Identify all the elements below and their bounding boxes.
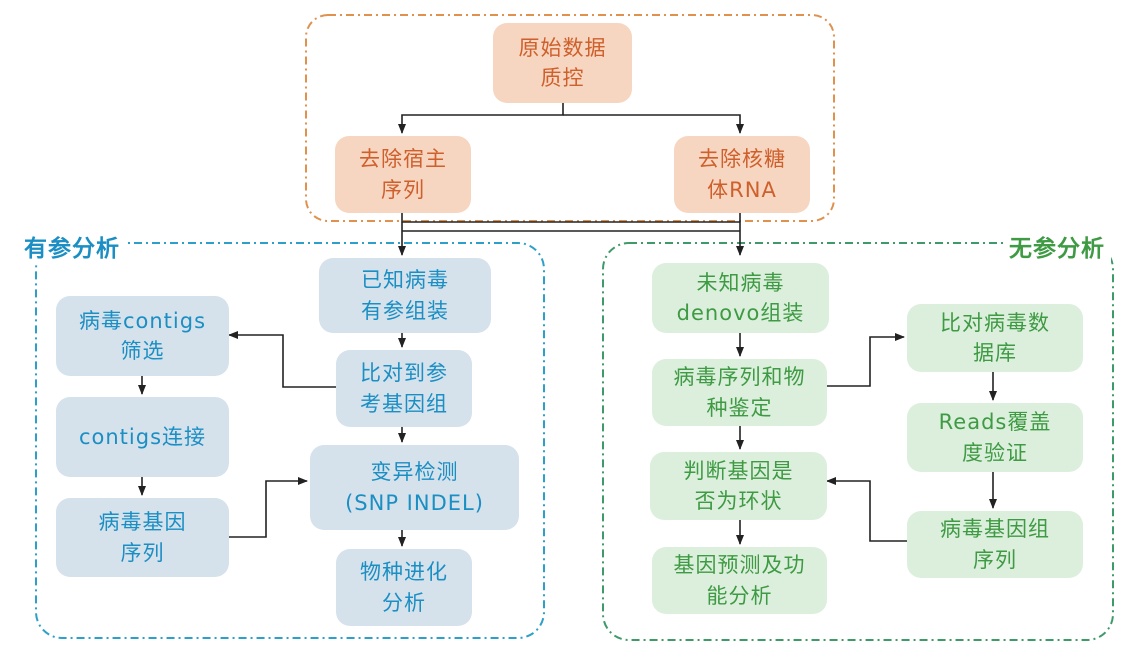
connector-identify-db <box>827 333 905 387</box>
connector-qc-split-right <box>563 114 744 134</box>
contig-filter-box: 病毒contigs 筛选 <box>56 296 229 376</box>
qc-group-border <box>305 14 835 222</box>
reads-coverage-box: Reads覆盖 度验证 <box>907 403 1083 472</box>
circular-genome-box: 判断基因是 否为环状 <box>650 452 827 520</box>
remove-host-box: 去除宿主 序列 <box>335 136 471 213</box>
align-reference-genome-box: 比对到参 考基因组 <box>336 350 472 427</box>
connector-qc-split <box>398 103 564 134</box>
reference-analysis-title: 有参分析 <box>18 229 126 263</box>
connector-genome-circular <box>826 477 907 542</box>
raw-data-qc-box: 原始数据 质控 <box>493 23 632 103</box>
known-virus-assembly-box: 已知病毒 有参组装 <box>319 258 491 333</box>
reference-group-border <box>35 242 545 639</box>
virus-database-align-box: 比对病毒数 据库 <box>907 304 1083 372</box>
virus-genome-sequence-box: 病毒基因组 序列 <box>907 511 1083 578</box>
connector-genome-variant <box>229 477 308 538</box>
gene-prediction-box: 基因预测及功 能分析 <box>652 547 827 614</box>
contig-join-box: contigs连接 <box>56 397 229 477</box>
non-reference-analysis-title: 无参分析 <box>1003 229 1111 263</box>
remove-rrna-box: 去除核糖 体RNA <box>674 136 810 213</box>
species-evolution-box: 物种进化 分析 <box>336 549 472 626</box>
virus-gene-sequence-box: 病毒基因 序列 <box>56 498 229 577</box>
connector-align-filter <box>228 331 336 388</box>
variant-detection-box: 变异检测 (SNP INDEL) <box>310 445 519 530</box>
non-reference-group-border <box>602 242 1114 641</box>
species-identification-box: 病毒序列和物 种鉴定 <box>652 359 827 426</box>
denovo-assembly-box: 未知病毒 denovo组装 <box>652 263 829 333</box>
